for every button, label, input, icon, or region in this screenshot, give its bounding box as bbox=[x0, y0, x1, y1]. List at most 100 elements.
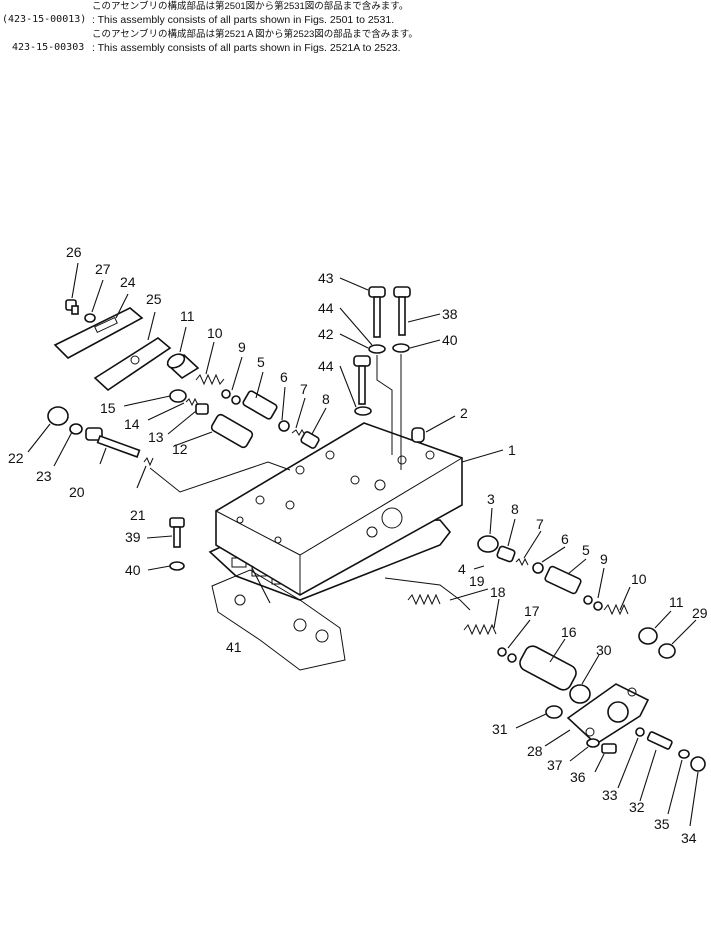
spacer-9-left bbox=[221, 389, 241, 405]
spool-5-right bbox=[544, 565, 582, 595]
callout-9-left: 9 bbox=[238, 339, 246, 355]
callout-8-right: 8 bbox=[511, 501, 519, 517]
sleeve-11-right bbox=[638, 627, 658, 645]
sleeve-11-left bbox=[166, 353, 200, 380]
washer-37 bbox=[586, 738, 600, 748]
spring-6-right bbox=[532, 562, 544, 574]
o-ring-23 bbox=[69, 423, 83, 435]
plug-34 bbox=[690, 756, 706, 772]
washer-35 bbox=[678, 749, 690, 759]
callout-6-left: 6 bbox=[280, 369, 288, 385]
callout-14: 14 bbox=[124, 416, 140, 432]
note-line-en-2: : This assembly consists of all parts sh… bbox=[92, 42, 401, 54]
callout-34: 34 bbox=[681, 830, 697, 846]
spacer-9-right bbox=[583, 595, 603, 611]
washer-42 bbox=[368, 344, 386, 354]
callout-17: 17 bbox=[524, 603, 540, 619]
plug-15 bbox=[169, 389, 187, 403]
callout-23: 23 bbox=[36, 468, 52, 484]
callout-15: 15 bbox=[100, 400, 116, 416]
callout-36: 36 bbox=[570, 769, 586, 785]
note-line-en-1: : This assembly consists of all parts sh… bbox=[92, 14, 395, 26]
header-notes: このアセンブリの構成部品は第2501図から第2531図の部品まで含みます。 (4… bbox=[0, 0, 711, 60]
gasket-25 bbox=[93, 337, 172, 392]
leader-lines bbox=[27, 262, 699, 827]
callout-24: 24 bbox=[120, 274, 136, 290]
callout-27: 27 bbox=[95, 261, 111, 277]
spring-18 bbox=[463, 623, 497, 636]
callout-40-top: 40 bbox=[442, 332, 458, 348]
spring-10-left bbox=[195, 373, 225, 386]
callout-32: 32 bbox=[629, 799, 645, 815]
callout-2: 2 bbox=[460, 405, 468, 421]
note-line-jp-2: このアセンブリの構成部品は第2521Ａ図から第2523図の部品まで含みます。 bbox=[92, 29, 418, 40]
callout-38: 38 bbox=[442, 306, 458, 322]
plug-3 bbox=[477, 535, 499, 553]
callout-41: 41 bbox=[226, 639, 242, 655]
callout-19: 19 bbox=[469, 573, 485, 589]
callout-39: 39 bbox=[125, 529, 141, 545]
spring-10-right bbox=[603, 603, 629, 616]
pin-7-right bbox=[515, 557, 529, 567]
assembly-code-2: 423-15-00303 bbox=[12, 42, 85, 53]
callout-43: 43 bbox=[318, 270, 334, 286]
callout-37: 37 bbox=[547, 757, 563, 773]
callout-44-lower: 44 bbox=[318, 358, 334, 374]
callout-8-left: 8 bbox=[322, 391, 330, 407]
callout-13: 13 bbox=[148, 429, 164, 445]
callout-5-left: 5 bbox=[257, 354, 265, 370]
cover-28 bbox=[566, 683, 650, 746]
washer-40-left bbox=[169, 561, 185, 571]
ring-21 bbox=[143, 457, 154, 467]
spring-6-left bbox=[278, 420, 290, 432]
washer-17 bbox=[497, 647, 517, 663]
callout-3: 3 bbox=[487, 491, 495, 507]
piston-16 bbox=[519, 645, 577, 691]
callout-4: 4 bbox=[458, 561, 466, 577]
callout-7-right: 7 bbox=[536, 516, 544, 532]
callout-30: 30 bbox=[596, 642, 612, 658]
callout-10-right: 10 bbox=[631, 571, 647, 587]
callout-1: 1 bbox=[508, 442, 516, 458]
callout-11-left: 11 bbox=[180, 308, 195, 324]
cover-24 bbox=[53, 307, 144, 359]
callout-21: 21 bbox=[130, 507, 146, 523]
callout-11-right: 11 bbox=[669, 594, 684, 610]
spool-12 bbox=[210, 413, 254, 449]
washer-27 bbox=[84, 313, 96, 323]
assembly-code-1: (423-15-00013) bbox=[2, 14, 87, 25]
washer-40-top bbox=[392, 343, 410, 353]
plug-22 bbox=[47, 406, 69, 426]
ring-33 bbox=[635, 727, 645, 737]
lower-housing bbox=[211, 569, 346, 671]
plug-8-left bbox=[300, 431, 320, 449]
callout-20: 20 bbox=[69, 484, 85, 500]
spool-5-left bbox=[242, 390, 278, 420]
spring-19 bbox=[407, 593, 441, 606]
callout-35: 35 bbox=[654, 816, 670, 832]
callout-33: 33 bbox=[602, 787, 618, 803]
callout-28: 28 bbox=[527, 743, 543, 759]
callout-5-right: 5 bbox=[582, 542, 590, 558]
pin-7-left bbox=[291, 429, 306, 436]
bolt-38 bbox=[393, 286, 411, 336]
bolt-26 bbox=[65, 299, 79, 315]
callout-31: 31 bbox=[492, 721, 508, 737]
callout-44-top: 44 bbox=[318, 300, 334, 316]
piston-13 bbox=[195, 403, 209, 415]
callout-22: 22 bbox=[8, 450, 24, 466]
note-line-jp-1: このアセンブリの構成部品は第2501図から第2531図の部品まで含みます。 bbox=[92, 1, 409, 12]
o-ring-30 bbox=[569, 684, 591, 704]
callout-25: 25 bbox=[146, 291, 162, 307]
callout-12: 12 bbox=[172, 441, 188, 457]
callout-26: 26 bbox=[66, 244, 82, 260]
spring-14 bbox=[185, 397, 199, 407]
callout-labels: 1 2 3 4 5 5 6 6 7 7 8 8 9 9 10 10 11 11 … bbox=[8, 244, 708, 846]
plug-2 bbox=[411, 427, 425, 443]
callout-9-right: 9 bbox=[600, 551, 608, 567]
callout-16: 16 bbox=[561, 624, 577, 640]
bolt-44 bbox=[353, 355, 371, 405]
bolt-43 bbox=[368, 286, 386, 338]
callout-6-right: 6 bbox=[561, 531, 569, 547]
